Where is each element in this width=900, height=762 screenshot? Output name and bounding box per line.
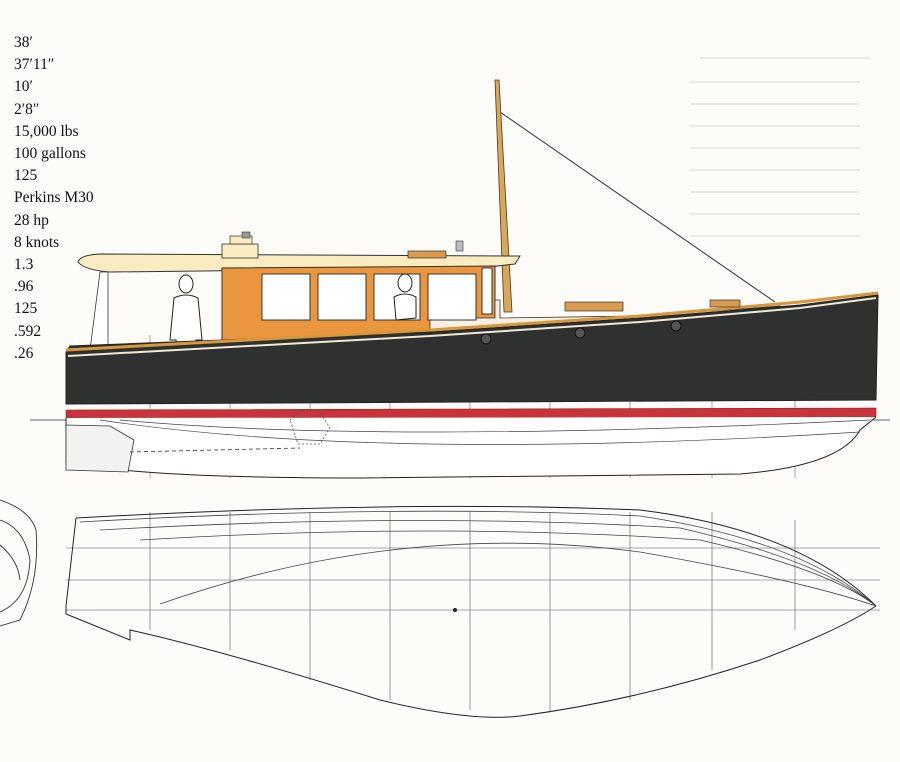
window-4	[427, 273, 477, 321]
spec-draft: 2′8″	[14, 100, 40, 118]
sheer-trim-white	[67, 297, 877, 357]
porthole-1	[480, 333, 492, 345]
plan-sheer-line-2	[79, 510, 877, 607]
spec-value-14: .592	[14, 322, 42, 340]
spec-value-7: 125	[14, 167, 38, 185]
plan-deck-line	[75, 505, 877, 607]
rudder	[65, 424, 135, 473]
buttock-line-1	[119, 419, 871, 433]
spec-beam: 10′	[14, 78, 33, 96]
spec-list: 38′ 37′11″ 10′ 2′8″ 15,000 lbs 100 gallo…	[14, 32, 94, 365]
spec-fuel: 100 gallons	[14, 145, 86, 163]
spec-value-15: .26	[14, 344, 34, 362]
window-2	[317, 273, 367, 321]
spec-engine: Perkins M30	[14, 189, 94, 207]
porthole-3	[670, 320, 682, 332]
window-5	[481, 267, 493, 315]
spec-lod: 37′11″	[14, 56, 55, 74]
forestay	[499, 111, 776, 303]
engine-outline	[289, 409, 331, 445]
roof-vent	[221, 243, 259, 259]
foredeck-hatch-1	[564, 301, 624, 312]
ghost-background-text	[690, 57, 870, 237]
spec-horsepower: 28 hp	[14, 211, 49, 229]
window-1	[261, 273, 311, 321]
foredeck-hatch-2	[709, 299, 741, 308]
standing-person-figure	[169, 274, 203, 353]
plan-hull-outline	[65, 517, 877, 718]
plan-waterline-1	[99, 520, 877, 607]
portholes	[480, 320, 682, 345]
searchlight-icon	[241, 231, 251, 239]
plan-waterline-2	[139, 530, 877, 607]
boot-top-stripe	[65, 407, 877, 419]
plan-centerline-marker	[453, 608, 457, 612]
half-breadth-plan	[65, 505, 880, 718]
underbody-keel	[65, 416, 877, 479]
roof-horn	[229, 235, 253, 245]
profile-view	[30, 79, 890, 479]
spec-displacement: 15,000 lbs	[14, 122, 79, 140]
sheer-trim	[65, 291, 879, 352]
spec-speed: 8 knots	[14, 233, 60, 251]
roof-hatch	[407, 250, 447, 259]
spec-value-11: 1.3	[14, 256, 34, 274]
spec-loa: 38′	[14, 34, 33, 51]
seated-person-figure	[393, 273, 417, 321]
body-plan-fragment	[0, 499, 38, 627]
spec-value-12: .96	[14, 278, 34, 296]
plan-grid	[66, 512, 880, 712]
propeller-shaft	[129, 447, 301, 453]
mast	[494, 79, 513, 313]
roof-light-icon	[455, 240, 464, 252]
plan-waterline-3	[159, 542, 877, 607]
buttock-line-2	[99, 419, 861, 445]
cabin-windows	[261, 267, 493, 321]
porthole-2	[574, 327, 586, 339]
spec-value-13: 125	[14, 300, 38, 318]
